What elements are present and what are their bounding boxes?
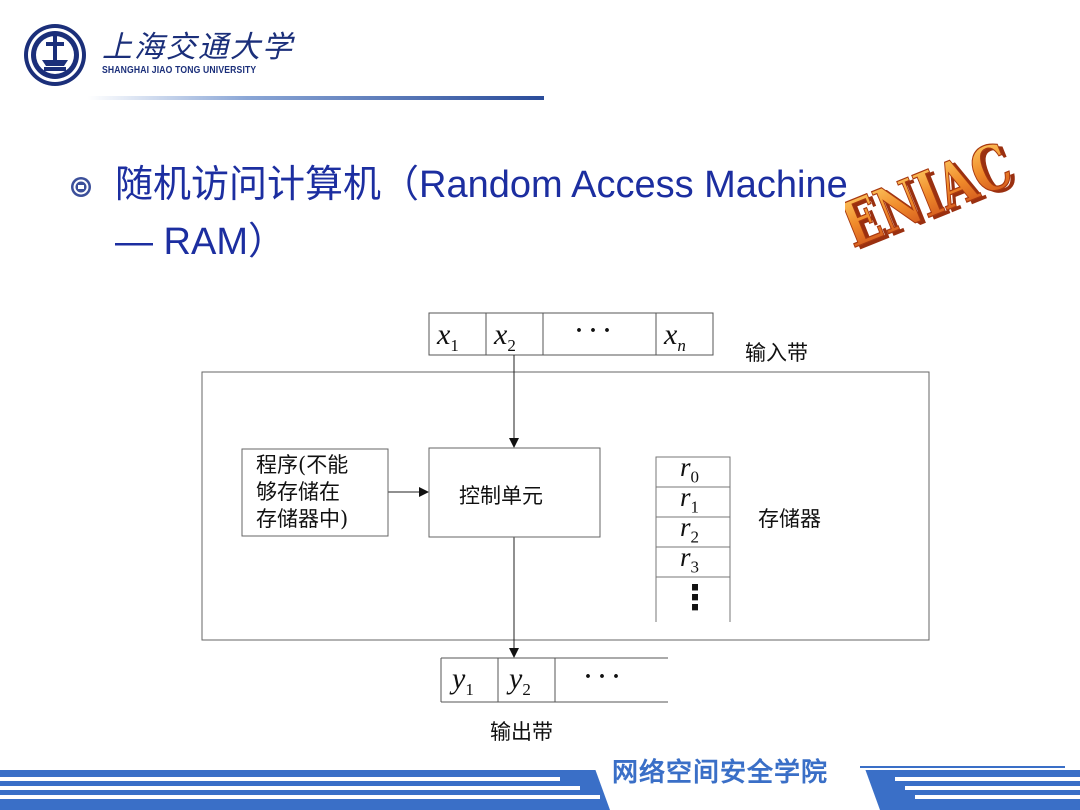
university-name-cn: 上海交通大学 [102, 30, 294, 65]
output-tape [440, 657, 668, 703]
program-box [241, 448, 389, 537]
output-cell: y2 [509, 662, 531, 699]
input-cell: x2 [494, 318, 516, 355]
memory-label: 存储器 [758, 507, 821, 531]
university-seal-icon [24, 24, 86, 86]
footer-school-name: 网络空间安全学院 [612, 758, 829, 788]
machine-frame [201, 371, 930, 641]
seal-bullet-icon [71, 177, 91, 197]
input-tape [428, 312, 714, 356]
slide-title-line1: 随机访问计算机（Random Access Machine [115, 164, 848, 206]
register-r0: r0 [680, 452, 700, 487]
register-r3: r3 [680, 542, 700, 577]
program-line: 存储器中) [256, 507, 349, 531]
eniac-logo: ENIAC ENIAC [845, 128, 1027, 264]
header-divider [88, 96, 544, 100]
control-unit-box [428, 447, 601, 538]
register-r2: r2 [680, 512, 700, 547]
program-line: 够存储在 [256, 480, 340, 504]
input-cell: xn [664, 318, 686, 355]
slide-title-line2: — RAM） [115, 221, 287, 263]
input-cell-ellipsis: · · · [575, 318, 612, 344]
control-unit-label: 控制单元 [459, 484, 543, 508]
program-line: 程序(不能 [256, 453, 349, 477]
input-cell: x1 [437, 318, 459, 355]
footer-stripes [0, 755, 1080, 810]
register-more-dots: ⋮ [678, 578, 712, 618]
program-box-text: 程序(不能 够存储在 存储器中) [256, 452, 348, 533]
input-tape-label: 输入带 [745, 341, 808, 365]
register-column [654, 456, 734, 632]
output-cell-ellipsis: · · · [584, 664, 621, 690]
register-r1: r1 [680, 482, 700, 517]
output-tape-label: 输出带 [490, 720, 553, 744]
output-cell: y1 [452, 662, 474, 699]
university-name-en: SHANGHAI JIAO TONG UNIVERSITY [102, 64, 257, 76]
